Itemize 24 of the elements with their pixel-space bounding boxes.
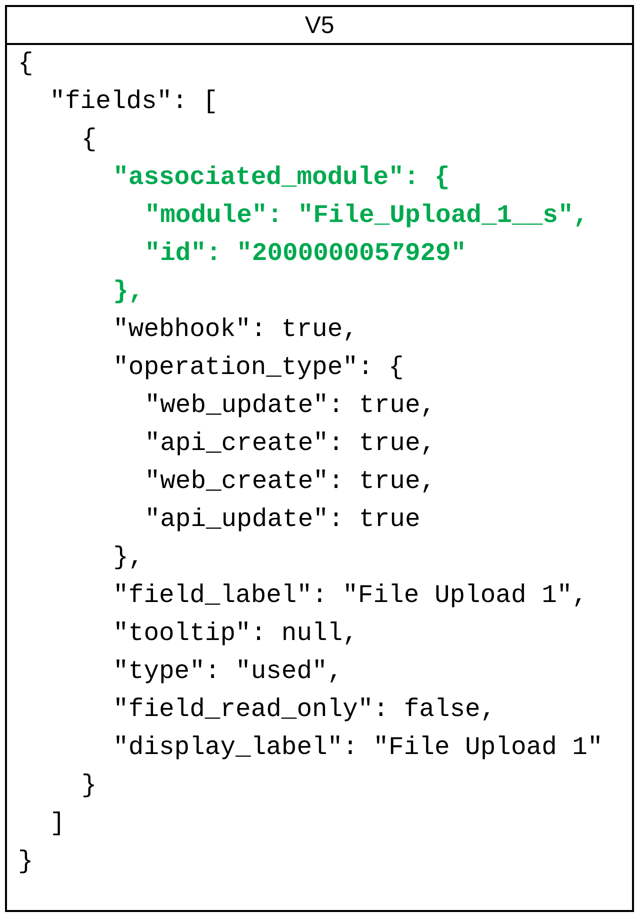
code-line: "module": "File_Upload_1__s", <box>144 201 589 231</box>
panel-title: V5 <box>304 12 334 40</box>
code-line: "display_label": "File Upload 1" <box>113 733 603 763</box>
code-line: "api_update": true <box>144 505 420 535</box>
code-line: { <box>18 49 34 79</box>
code-line: }, <box>113 277 144 307</box>
code-line: { <box>81 125 97 155</box>
code-line: "field_read_only": false, <box>113 695 496 725</box>
code-line: "webhook": true, <box>113 315 358 345</box>
code-line: } <box>81 771 97 801</box>
code-line: ] <box>50 809 65 839</box>
code-line: "fields": [ <box>50 87 218 117</box>
code-line: "id": "2000000057929" <box>144 239 466 269</box>
code-line: "web_create": true, <box>144 467 436 497</box>
code-line: "operation_type": { <box>113 353 404 383</box>
code-line: "api_create": true, <box>144 429 436 459</box>
code-line: "web_update": true, <box>144 391 436 421</box>
code-line: "type": "used", <box>113 657 343 687</box>
code-line: }, <box>113 543 144 573</box>
code-line: } <box>18 847 34 877</box>
code-panel <box>5 5 634 912</box>
code-line: "tooltip": null, <box>113 619 358 649</box>
code-line: "field_label": "File Upload 1", <box>113 581 588 611</box>
code-line: "associated_module": { <box>113 163 450 193</box>
